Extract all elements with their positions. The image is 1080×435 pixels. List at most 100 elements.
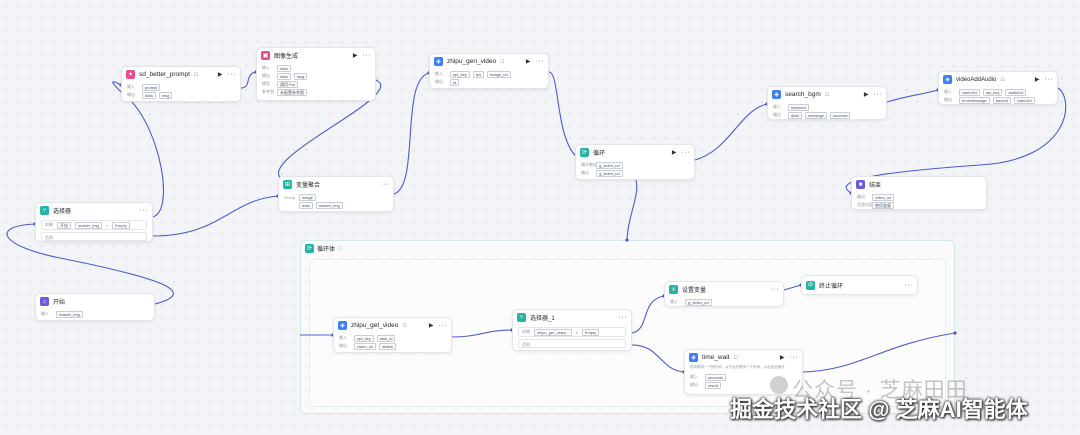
edge-zhipu-gen-loop[interactable] (548, 71, 579, 159)
edge-search-bgm-add-audio[interactable] (886, 89, 939, 103)
node-title: videoAddAudio (956, 76, 997, 83)
param-label: 输入 (690, 374, 698, 379)
watermark-wechat: 公众号 · 芝麻田田 (792, 379, 968, 402)
param-chip: api_key (450, 70, 470, 78)
loop-body-info-icon: ⓘ (338, 246, 344, 252)
wechat-logo-icon (770, 376, 788, 394)
param-chip: 使用变量 (872, 201, 894, 209)
param-label: Group (284, 194, 296, 200)
param-chip: api_key (982, 88, 1003, 96)
more-icon[interactable]: ··· (904, 281, 913, 289)
run-icon[interactable]: ▶ (1034, 77, 1040, 83)
tag-icon: ⊡ (193, 71, 199, 78)
else-row[interactable]: 否则 (41, 232, 147, 241)
run-icon[interactable]: ▶ (428, 323, 434, 329)
node-title: 结束 (869, 183, 882, 189)
node-selector[interactable]: ⑂ 选择器 ··· 如果 开始 master_img = Empty 否则 (35, 202, 153, 242)
run-icon[interactable]: ▶ (352, 53, 358, 59)
more-icon[interactable]: ··· (1044, 76, 1053, 83)
param-row: 参考图未配置参考图 (262, 88, 370, 96)
more-icon[interactable]: ··· (681, 149, 690, 156)
param-chip: audioUrl (1005, 88, 1027, 96)
more-icon[interactable]: ··· (770, 286, 779, 293)
node-description: 时间等待一个短时间，从节点的等待一个时间，以及延迟操作 (690, 365, 785, 369)
edge-selector-sd-prompt[interactable] (112, 81, 164, 218)
more-icon[interactable]: ··· (362, 52, 371, 59)
condition-operator: = (105, 222, 109, 228)
edge-sd-prompt-image-gen[interactable] (240, 71, 257, 89)
prompt-icon: ✦ (126, 70, 135, 79)
node-title: 循环 (593, 151, 606, 157)
node-selector-1[interactable]: ⑂ 选择器_1 ··· 如果 zhipu_get_video - ≠ Empty… (512, 309, 632, 351)
param-label: 输出 (127, 92, 135, 97)
else-row[interactable]: 否则 (518, 339, 626, 348)
param-chip: g_video_url (596, 161, 623, 169)
param-chip: keyword (788, 103, 809, 111)
more-icon[interactable]: ··· (227, 71, 236, 78)
param-chip: msg (293, 72, 308, 80)
api-icon: ◈ (772, 90, 781, 99)
node-title: sd_better_prompt (139, 71, 190, 78)
param-label: 输入 (262, 65, 270, 70)
more-icon[interactable]: ··· (618, 314, 627, 321)
edge-loop-search-bgm[interactable] (694, 103, 768, 161)
node-title: zhipu_gen_video (447, 58, 497, 65)
param-chip: traceId (992, 96, 1011, 104)
api-icon: ◈ (689, 353, 698, 362)
run-icon[interactable]: ▶ (863, 92, 869, 98)
more-icon[interactable]: ··· (438, 322, 447, 329)
edge-loop-loopbody[interactable] (626, 179, 638, 241)
condition-row[interactable]: 如果 zhipu_get_video - ≠ Empty (518, 327, 626, 337)
param-chip: result (705, 381, 721, 389)
more-icon[interactable]: ··· (380, 181, 389, 188)
param-label: 回答内容 (857, 202, 873, 207)
param-chip: 通用 Pro (277, 80, 299, 88)
condition-left: 开始 (57, 221, 71, 229)
more-icon[interactable]: ··· (873, 91, 882, 98)
run-icon[interactable]: ▶ (779, 355, 785, 361)
node-title: 终止循环 (819, 283, 844, 290)
param-label: 输入 (127, 84, 135, 89)
node-title: 变量聚合 (296, 183, 321, 189)
run-icon[interactable]: ▶ (671, 150, 677, 156)
more-icon[interactable]: ··· (535, 58, 544, 65)
param-label: 输入 (435, 71, 443, 76)
more-icon[interactable]: ··· (139, 207, 148, 214)
condition-row[interactable]: 如果 开始 master_img = Empty (41, 220, 147, 230)
edge-selector-var-merge[interactable] (152, 195, 279, 237)
selector-icon: ⑂ (517, 313, 526, 322)
edge-var-merge-zhipu-gen[interactable] (393, 72, 430, 195)
merge-icon: ⊞ (283, 180, 292, 189)
param-label: 输出 (262, 73, 270, 78)
more-icon[interactable]: ··· (789, 354, 798, 361)
node-stop-loop[interactable]: ⊘ 终止循环 ··· (801, 275, 918, 295)
api-icon: ◈ (434, 57, 443, 66)
run-icon[interactable]: ▶ (217, 72, 223, 78)
tag-icon: ⊡ (402, 322, 407, 329)
param-chip: master_img (315, 201, 343, 209)
run-icon[interactable]: ▶ (525, 59, 531, 65)
